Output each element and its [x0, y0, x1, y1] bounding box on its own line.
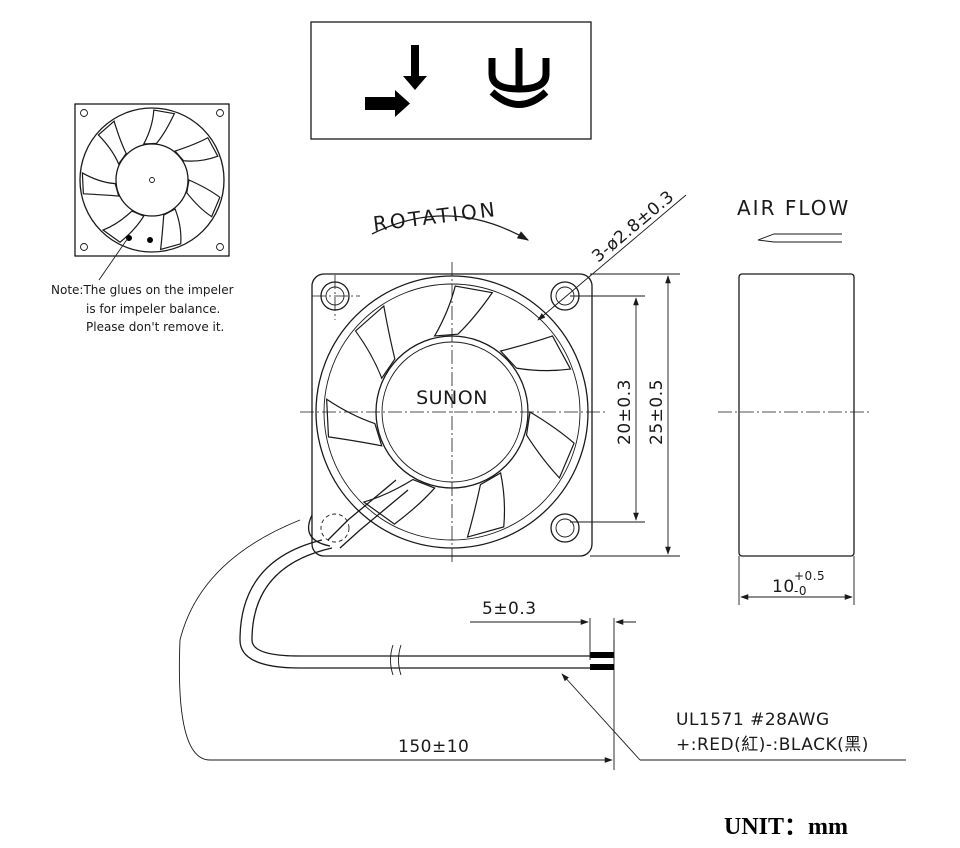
impeller-blade — [354, 304, 396, 380]
wire-colors: +:RED(紅)-:BLACK(黑) — [676, 735, 869, 755]
airflow-arrow-icon — [757, 233, 842, 243]
impeller-blade — [101, 210, 145, 244]
balance-glue-dot — [147, 237, 153, 243]
hole-dimension: 3-ø2.8±0.3 — [588, 187, 678, 267]
note-line-3: Please don't remove it. — [86, 320, 224, 334]
impeller-blade — [525, 411, 575, 479]
arrow-symbol-icon — [365, 45, 427, 117]
fan-side-view — [718, 273, 872, 605]
note-line-2: is for impeler balance. — [86, 302, 220, 316]
recognized-component-mark-icon — [488, 48, 550, 108]
thickness-tolerance-lower: -0 — [794, 584, 807, 598]
thickness-tolerance-upper: +0.5 — [794, 569, 825, 583]
impeller-blade — [466, 472, 506, 538]
unit-label: UNIT：mm — [724, 814, 848, 840]
impeller-blade — [142, 109, 176, 145]
impeller-blade — [159, 208, 182, 251]
airflow-label: AIR FLOW — [737, 196, 850, 220]
impeller-blade — [499, 335, 572, 372]
lead-length-dimension: 150±10 — [398, 737, 469, 757]
lead-wires — [178, 519, 906, 770]
note-line-1: Note:The glues on the impeler — [51, 283, 234, 297]
wire-spec: UL1571 #28AWG — [676, 710, 830, 730]
strip-length-dimension: 5±0.3 — [482, 599, 537, 619]
fan-front-view: SUNON — [307, 273, 593, 557]
impeller-blade — [81, 171, 120, 197]
impeller-blade — [97, 120, 127, 166]
hole-spacing-dimension: 20±0.3 — [615, 379, 635, 445]
fan-thumbnail — [74, 103, 230, 281]
impeller-blade — [325, 398, 383, 447]
impeller-blade — [362, 478, 436, 525]
impeller-blade — [433, 285, 494, 337]
impeller-blade — [186, 179, 221, 218]
certification-box — [310, 21, 592, 140]
frame-size-dimension: 25±0.5 — [647, 379, 667, 445]
thickness-dimension: 10 — [772, 577, 795, 597]
rotation-arrow-icon — [371, 215, 530, 241]
impeller-blade — [174, 136, 219, 162]
